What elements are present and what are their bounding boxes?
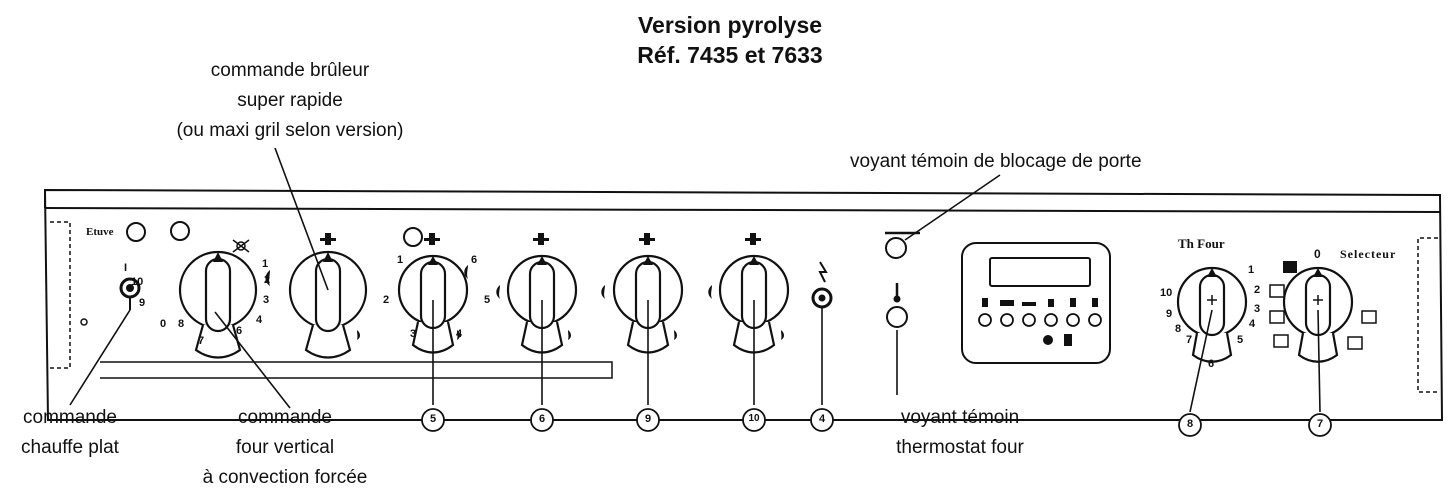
warmer-switch xyxy=(119,277,141,310)
leader-lines xyxy=(69,147,1321,413)
selector-zero: 0 xyxy=(1314,247,1321,261)
callout-10: 10 xyxy=(748,413,760,424)
k5-scale-4: 4 xyxy=(456,328,463,340)
k5-scale-3: 3 xyxy=(410,328,417,340)
oven-scale-2: 2 xyxy=(264,274,271,286)
oven-scale-1: 1 xyxy=(262,258,269,270)
thermostat-knob xyxy=(1176,266,1248,363)
oven-scale-7: 7 xyxy=(198,335,205,347)
label-burner-line-2: super rapide xyxy=(237,90,343,111)
oven-scale-9: 9 xyxy=(139,297,146,309)
switch-mark: I xyxy=(124,262,128,274)
thermo-lamp xyxy=(886,306,908,328)
label-oven-line-2: four vertical xyxy=(235,437,335,458)
callout-6: 6 xyxy=(538,413,546,425)
oven-scale-0: 0 xyxy=(160,318,167,330)
th-scale-7: 7 xyxy=(1186,334,1193,346)
left-bracket xyxy=(50,221,71,369)
th-scale-6: 6 xyxy=(1208,358,1215,370)
th-scale-1: 1 xyxy=(1248,264,1255,276)
callout-7: 7 xyxy=(1316,418,1324,430)
k5-scale-2: 2 xyxy=(383,294,390,306)
burner-knob-5 xyxy=(397,254,469,354)
callout-9: 9 xyxy=(644,413,652,425)
oven-scale-6: 6 xyxy=(236,325,243,337)
oven-scale-8: 8 xyxy=(178,318,185,330)
title-line-1: Version pyrolyse xyxy=(637,12,823,38)
label-oven-line-3: à convection forcée xyxy=(202,467,368,488)
th-scale-4: 4 xyxy=(1249,318,1256,330)
label-burner-line-1: commande brûleur xyxy=(210,60,370,81)
th-scale-8: 8 xyxy=(1175,323,1182,335)
panel-outline xyxy=(43,188,1444,421)
th-scale-5: 5 xyxy=(1237,334,1244,346)
oven-scale-3: 3 xyxy=(263,294,270,306)
oven-knob xyxy=(178,250,258,359)
etuve-lamp-2 xyxy=(170,221,190,241)
callout-4: 4 xyxy=(818,413,826,425)
right-bracket xyxy=(1417,237,1438,393)
selecteur-label: Selecteur xyxy=(1340,247,1397,261)
k5-scale-5: 5 xyxy=(484,294,491,306)
label-burner-line-3: (ou maxi gril selon version) xyxy=(176,120,404,141)
panel-bottom-strip xyxy=(100,361,613,379)
callout-5: 5 xyxy=(429,413,437,425)
label-warmer-line-2: chauffe plat xyxy=(21,437,119,458)
th-four-label: Th Four xyxy=(1178,236,1225,251)
label-thermo-line-2: thermostat four xyxy=(896,437,1024,458)
label-thermo-line-1: voyant témoin xyxy=(900,407,1020,428)
oven-scale-4: 4 xyxy=(256,314,263,326)
door-lock-lamp xyxy=(885,237,907,259)
etuve-lamp xyxy=(126,222,146,242)
th-scale-2: 2 xyxy=(1254,284,1261,296)
label-oven-line-1: commande xyxy=(238,407,332,428)
label-warmer-line-1: commande xyxy=(23,407,117,428)
flame-icons xyxy=(265,265,784,340)
super-rapid-knob xyxy=(288,250,368,359)
burner-lamp xyxy=(403,227,423,247)
title-line-2: Réf. 7435 et 7633 xyxy=(637,42,823,68)
callout-8: 8 xyxy=(1186,418,1194,430)
label-door-lock: voyant témoin de blocage de porte xyxy=(850,151,1142,172)
th-scale-3: 3 xyxy=(1254,303,1261,315)
k5-scale-1: 1 xyxy=(397,254,404,266)
oven-scale-10: 10 xyxy=(131,276,144,288)
burner-knob-6 xyxy=(506,254,578,354)
th-scale-9: 9 xyxy=(1166,308,1173,320)
panel-top-line xyxy=(44,207,1441,213)
igniter-button xyxy=(811,261,833,309)
th-scale-10: 10 xyxy=(1160,287,1173,299)
k5-scale-6: 6 xyxy=(471,254,478,266)
etuve-label: Etuve xyxy=(86,226,114,238)
